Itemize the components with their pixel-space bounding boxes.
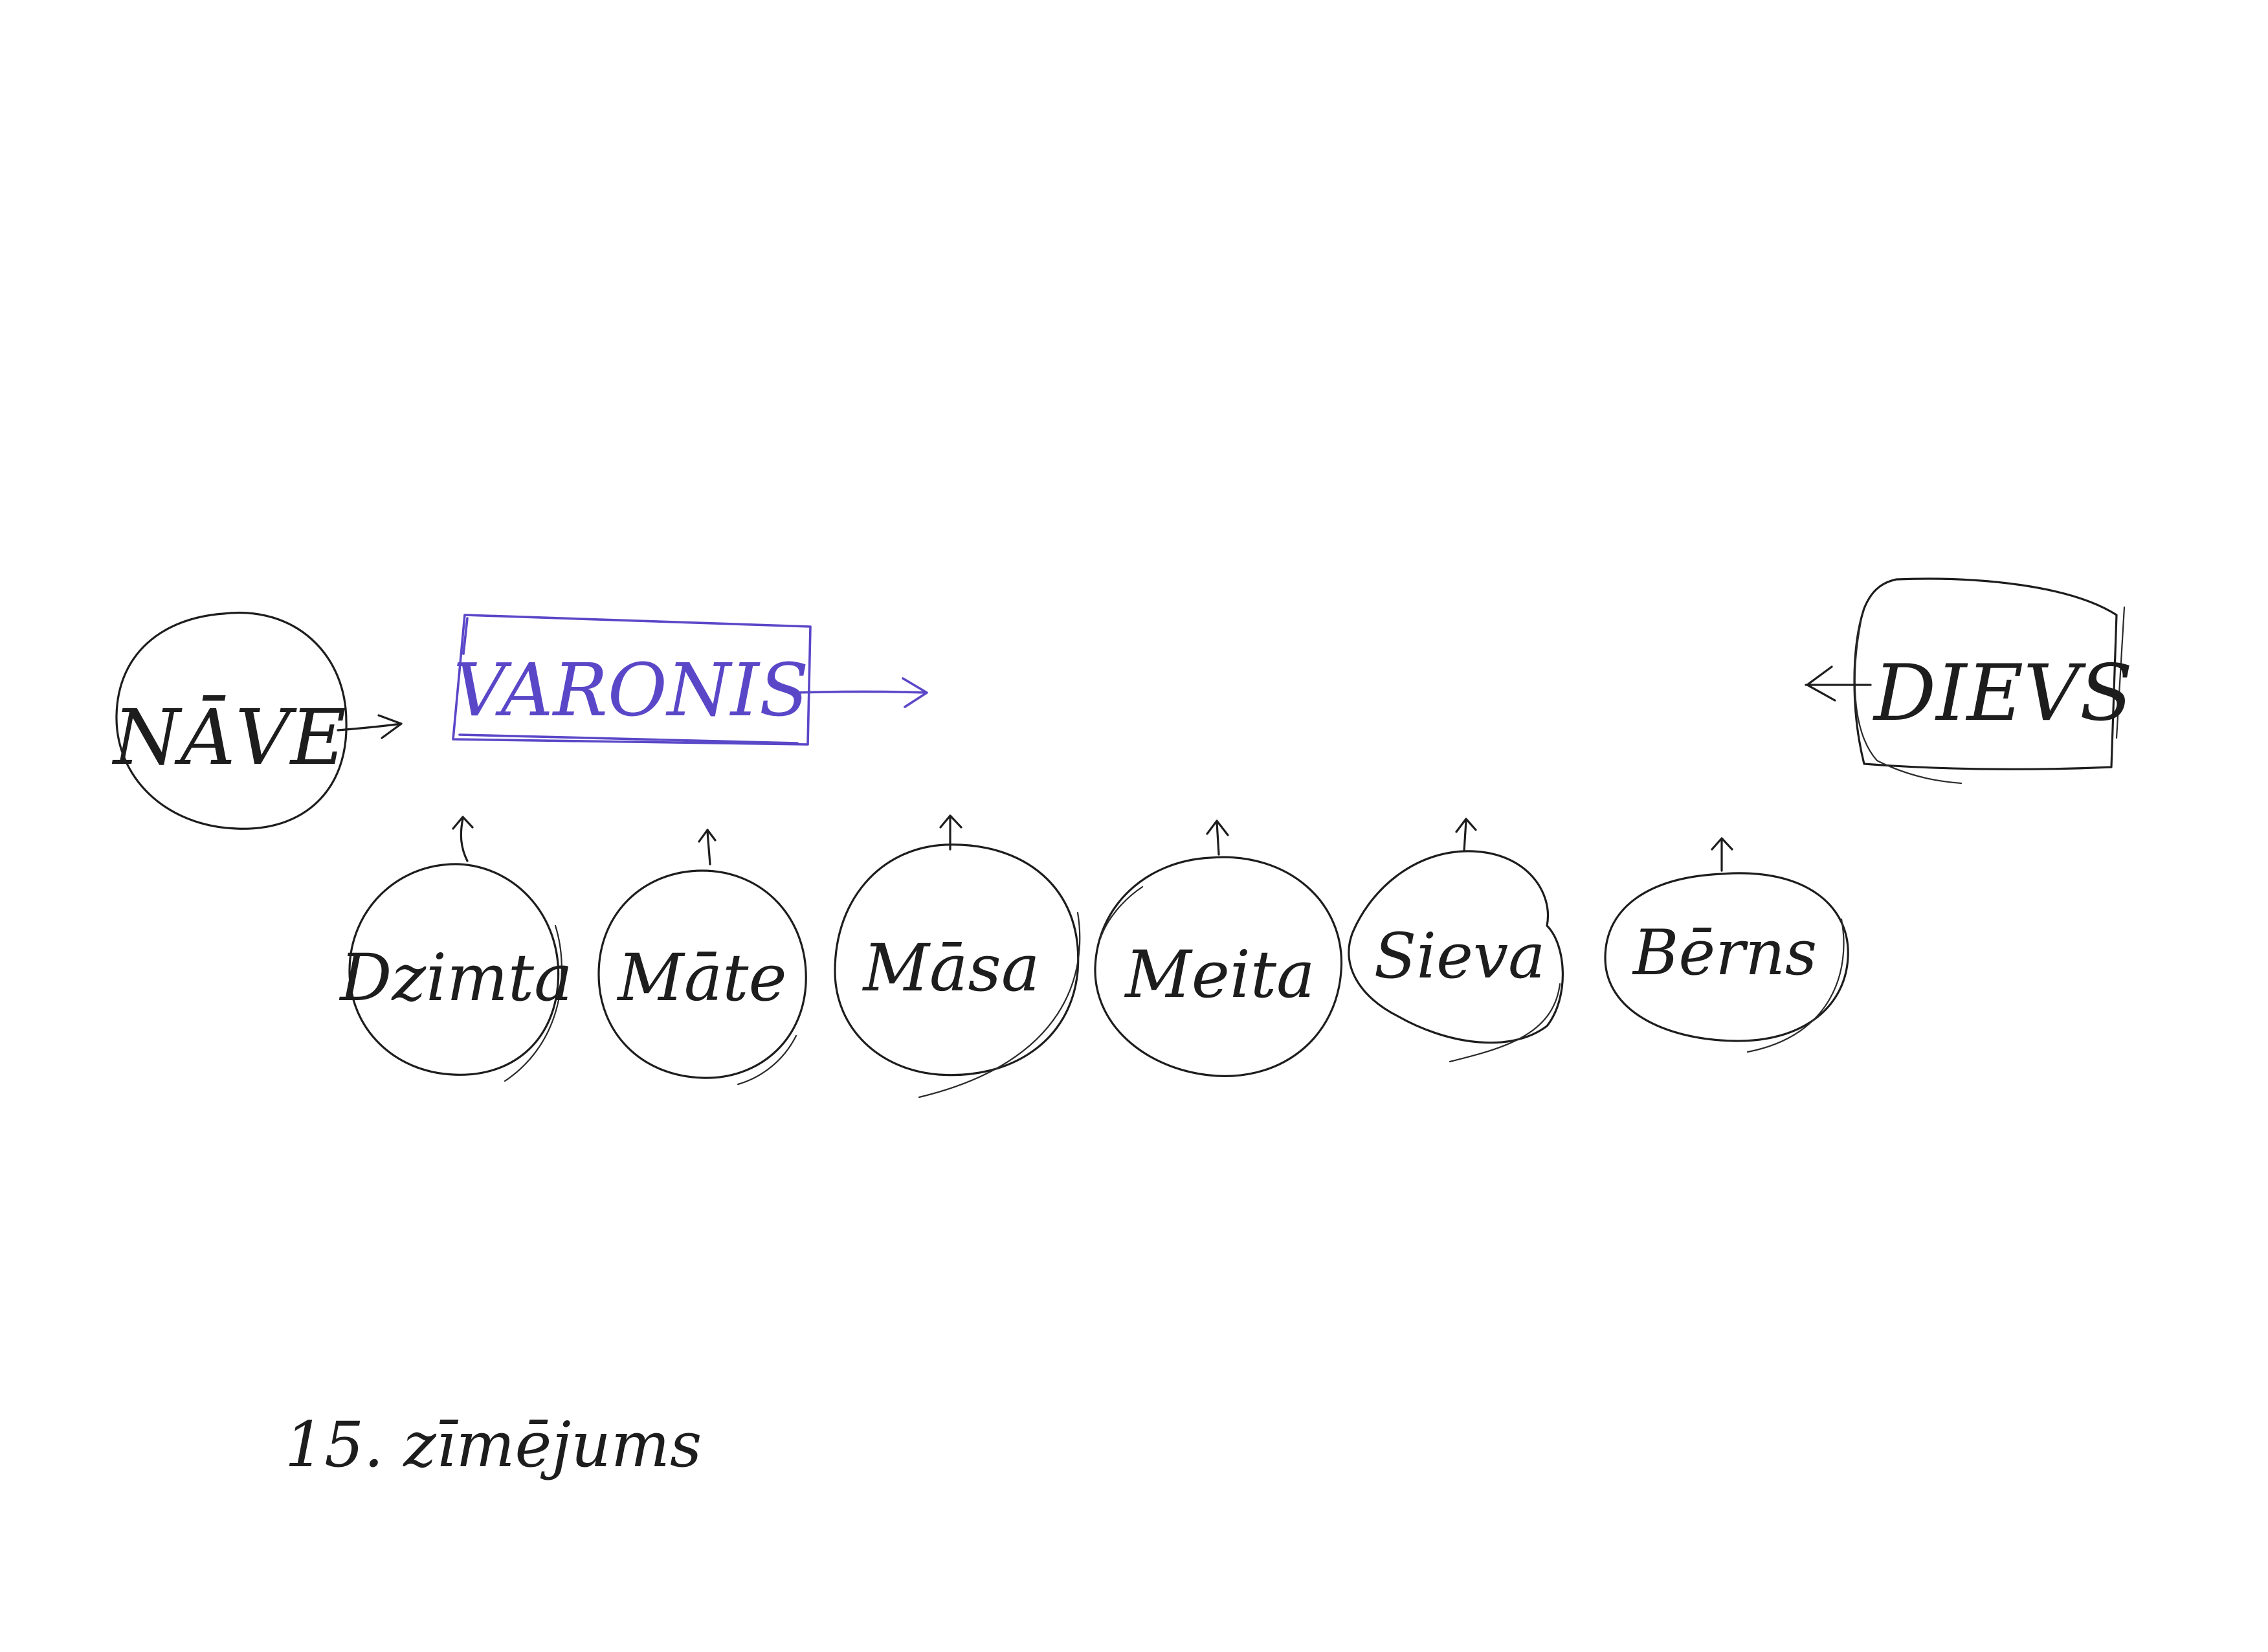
node-meita: Meita — [1094, 820, 1343, 1077]
node-varonis-outline-inner — [458, 733, 799, 744]
node-masa-outline — [834, 843, 1080, 1077]
node-dievs-outline — [1853, 577, 2118, 770]
node-berns-outline — [1604, 872, 1849, 1042]
node-sieva-outline-overstroke — [1449, 983, 1561, 1063]
node-dzimta: Dzimta — [339, 816, 573, 1082]
node-varonis-label: VARONIS — [453, 649, 808, 733]
node-nave-label: NĀVE — [111, 693, 346, 782]
arrow-varonis-out-head — [902, 677, 928, 708]
node-varonis-outline — [452, 614, 812, 746]
arrow-dzimta-up — [452, 816, 474, 862]
node-dievs-label: DIEVS — [1873, 649, 2133, 739]
arrow-dievs-out — [1805, 665, 1872, 702]
node-sieva: Sieva — [1348, 818, 1564, 1063]
node-dievs-outline-overstroke — [1854, 606, 2126, 785]
node-mate-outline — [597, 869, 807, 1079]
arrow-masa-up — [939, 814, 962, 851]
node-dzimta-label: Dzimta — [339, 940, 572, 1016]
arrow-meita-up — [1206, 820, 1229, 856]
node-berns-label: Bērns — [1632, 917, 1817, 989]
arrow-berns-up — [1711, 837, 1733, 872]
node-masa-label: Māsa — [862, 930, 1040, 1006]
node-varonis: VARONIS — [452, 614, 812, 746]
arrow-nave-to-varonis-head — [377, 714, 403, 739]
node-berns-outline-overstroke — [1746, 918, 1845, 1053]
node-dievs: DIEVS — [1853, 577, 2133, 785]
figure-caption: 15. zīmējums — [285, 1409, 702, 1481]
node-masa: Māsa — [834, 814, 1081, 1099]
node-meita-outline — [1094, 856, 1343, 1077]
node-mate: Māte — [597, 829, 807, 1086]
node-meita-label: Meita — [1124, 937, 1315, 1012]
node-sieva-label: Sieva — [1374, 920, 1546, 992]
arrow-dievs-out-head — [1806, 665, 1836, 702]
node-dzimta-outline-overstroke — [504, 924, 562, 1082]
arrow-varonis-out-shaft — [794, 690, 927, 694]
arrow-nave-to-varonis-shaft — [337, 722, 403, 731]
node-dzimta-outline — [348, 863, 560, 1076]
node-masa-outline-overstroke — [918, 911, 1081, 1099]
arrow-varonis-out — [794, 677, 928, 708]
node-sieva-outline — [1348, 850, 1564, 1044]
node-berns: Bērns — [1604, 837, 1849, 1053]
arrow-mate-up — [698, 829, 717, 865]
arrow-sieva-up — [1455, 818, 1477, 853]
node-mate-label: Māte — [616, 940, 786, 1016]
node-nave: NĀVE — [111, 612, 348, 830]
node-nave-outline — [115, 612, 348, 830]
arrow-nave-to-varonis — [337, 714, 403, 739]
node-mate-outline-overstroke — [737, 1034, 797, 1086]
node-meita-outline-overstroke — [1099, 886, 1144, 940]
